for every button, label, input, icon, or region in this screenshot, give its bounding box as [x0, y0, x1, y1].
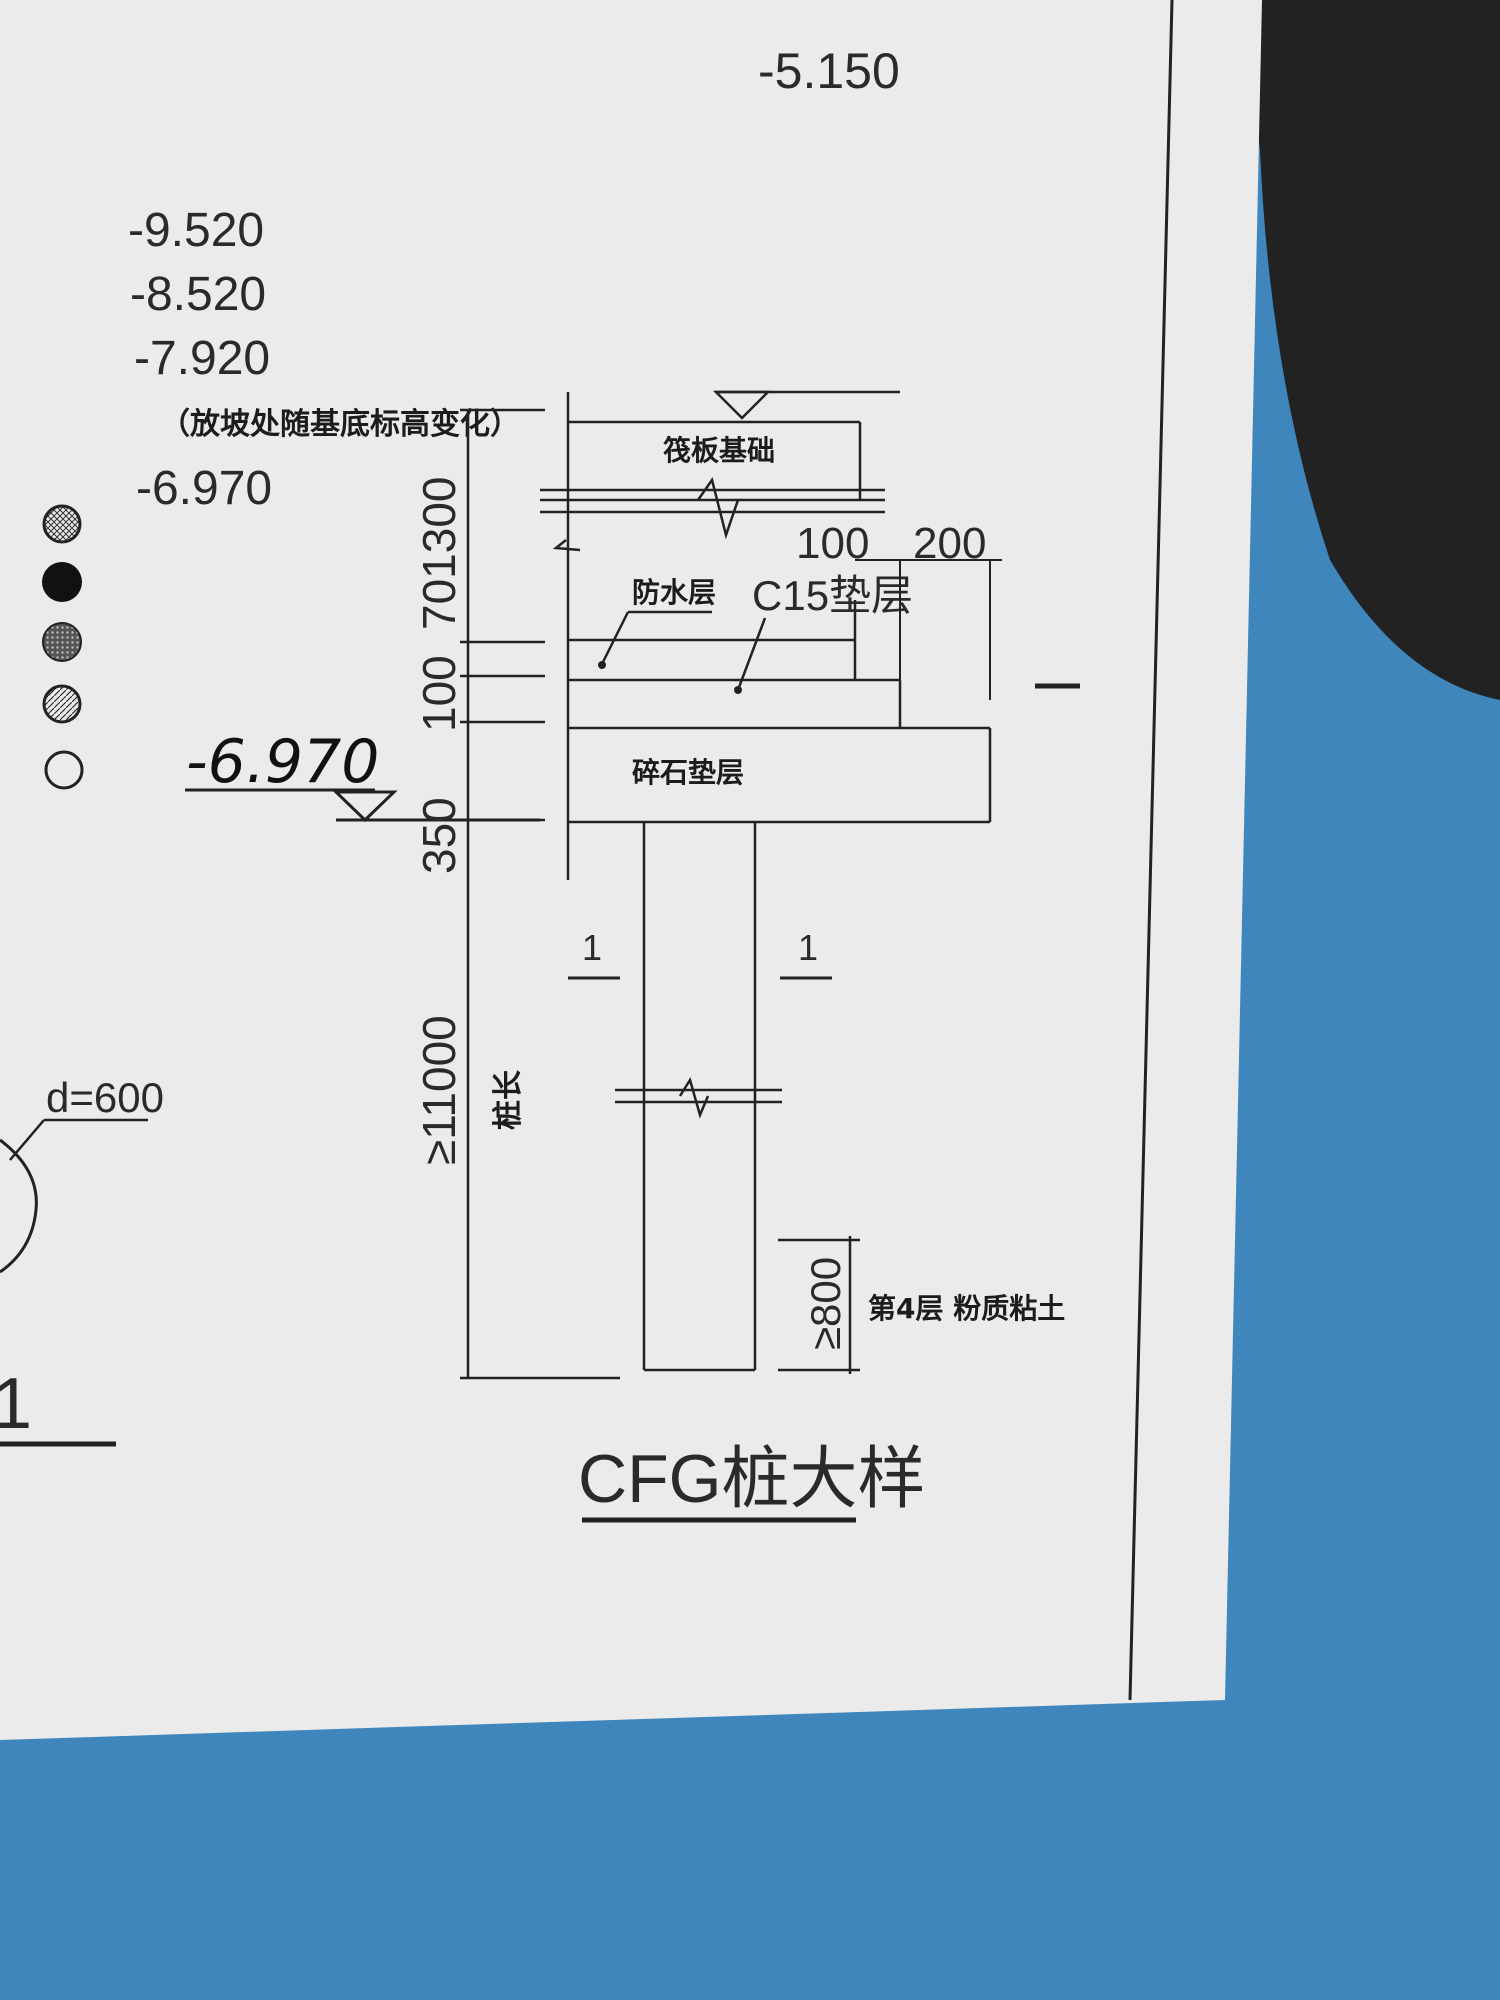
elevation-2: -8.520: [130, 268, 266, 321]
pile-plan-circle: [0, 1138, 38, 1274]
drawing-title: CFG桩大样: [578, 1441, 926, 1517]
c15-cushion-label: C15垫层: [752, 572, 913, 619]
label-leaders: [600, 610, 767, 691]
drawing-border-line: [1128, 0, 1174, 1701]
section-mark-left: 1: [582, 927, 602, 968]
dim-pile-length: ≥11000: [413, 1015, 465, 1165]
elevation-4: -6.970: [136, 462, 272, 515]
waterproof-layer-label: 防水层: [632, 576, 716, 609]
empty-circle-icon: [44, 750, 84, 790]
dim-100: 100: [413, 655, 465, 732]
elevation-1: -9.520: [128, 204, 264, 257]
left-section-number: 1: [0, 1364, 32, 1444]
elevation-note: （放坡处随基底标高变化）: [160, 407, 520, 442]
offset-dimensions: [855, 559, 1002, 700]
hatched-circle-icon: [42, 684, 82, 724]
dark-cloth: [1240, 0, 1500, 700]
gravel-cushion-label: 碎石垫层: [632, 756, 744, 789]
legend-symbols: [42, 504, 84, 790]
dotted-circle-icon: [42, 622, 82, 662]
crosshatch-circle-icon: [42, 504, 82, 544]
raft-foundation-label: 筏板基础: [663, 434, 775, 467]
soil-layer-label: 第4层 粉质粘土: [868, 1292, 1065, 1325]
top-elevation-triangle-icon: [712, 390, 772, 420]
dim-offset-100: 100: [796, 519, 869, 568]
dim-top: 701300: [413, 477, 465, 631]
leader-dot: [598, 661, 606, 669]
embed-dimension: [778, 1236, 860, 1374]
dim-embed: ≥800: [802, 1257, 849, 1350]
pile-length-label: 桩长: [491, 1070, 526, 1130]
elevation-top-right: -5.150: [758, 43, 900, 99]
dim-350: 350: [413, 797, 465, 874]
filled-circle-icon: [42, 562, 82, 602]
foundation-structure: [540, 392, 992, 880]
dim-offset-200: 200: [913, 519, 986, 568]
vertical-dimension-line: [460, 408, 620, 1380]
paper-sheet: [0, 0, 1262, 1740]
leader-dot: [734, 686, 742, 694]
pile-diameter-label: d=600: [46, 1074, 164, 1121]
elevation-3: -7.920: [134, 332, 270, 385]
handwritten-elevation: -6.970: [186, 727, 379, 797]
elevation-triangle-icon: [332, 790, 398, 823]
section-mark-right: 1: [798, 927, 818, 968]
cfg-pile: [615, 822, 782, 1372]
